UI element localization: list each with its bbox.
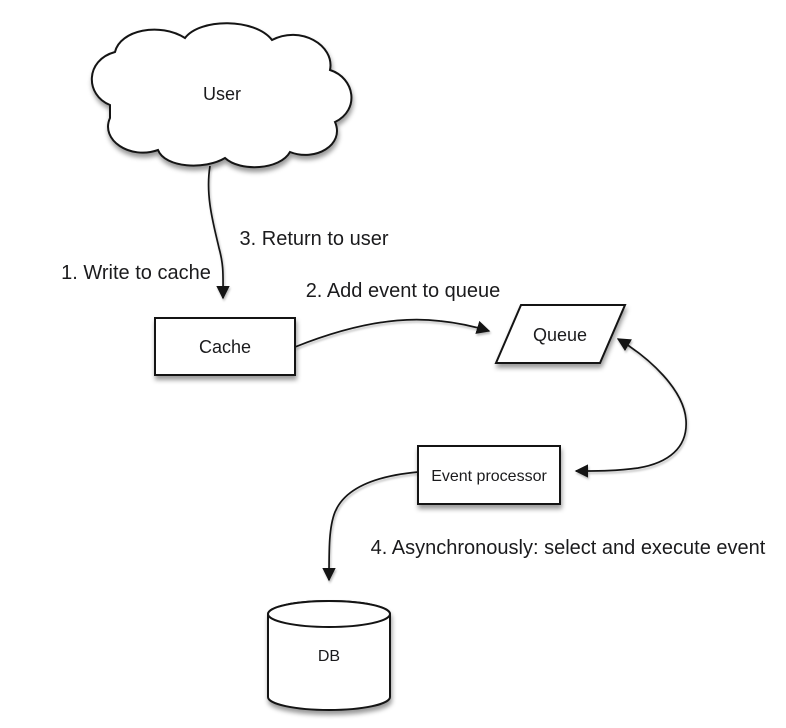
queue-eventprocessor-curve-arrow	[574, 338, 687, 478]
step2-label: 2. Add event to queue	[306, 280, 501, 302]
user-cloud	[90, 22, 353, 169]
cache-box	[154, 317, 296, 376]
cache-label: Cache	[199, 337, 251, 357]
step4-label: 4. Asynchronously: select and execute ev…	[371, 537, 766, 559]
db-cylinder	[267, 600, 391, 711]
cache-to-queue-arrow	[294, 318, 491, 348]
user-to-cache-arrow	[207, 165, 230, 300]
user-label: User	[203, 84, 241, 104]
step1-label: 1. Write to cache	[61, 262, 211, 284]
queue-label: Queue	[533, 325, 587, 345]
step3-label: 3. Return to user	[240, 228, 389, 250]
eventprocessor-to-db-arrow	[322, 471, 419, 582]
event-processor-label: Event processor	[431, 468, 547, 485]
db-label: DB	[318, 648, 340, 665]
queue-parallelogram	[494, 304, 627, 364]
event-processor-box	[417, 445, 561, 505]
